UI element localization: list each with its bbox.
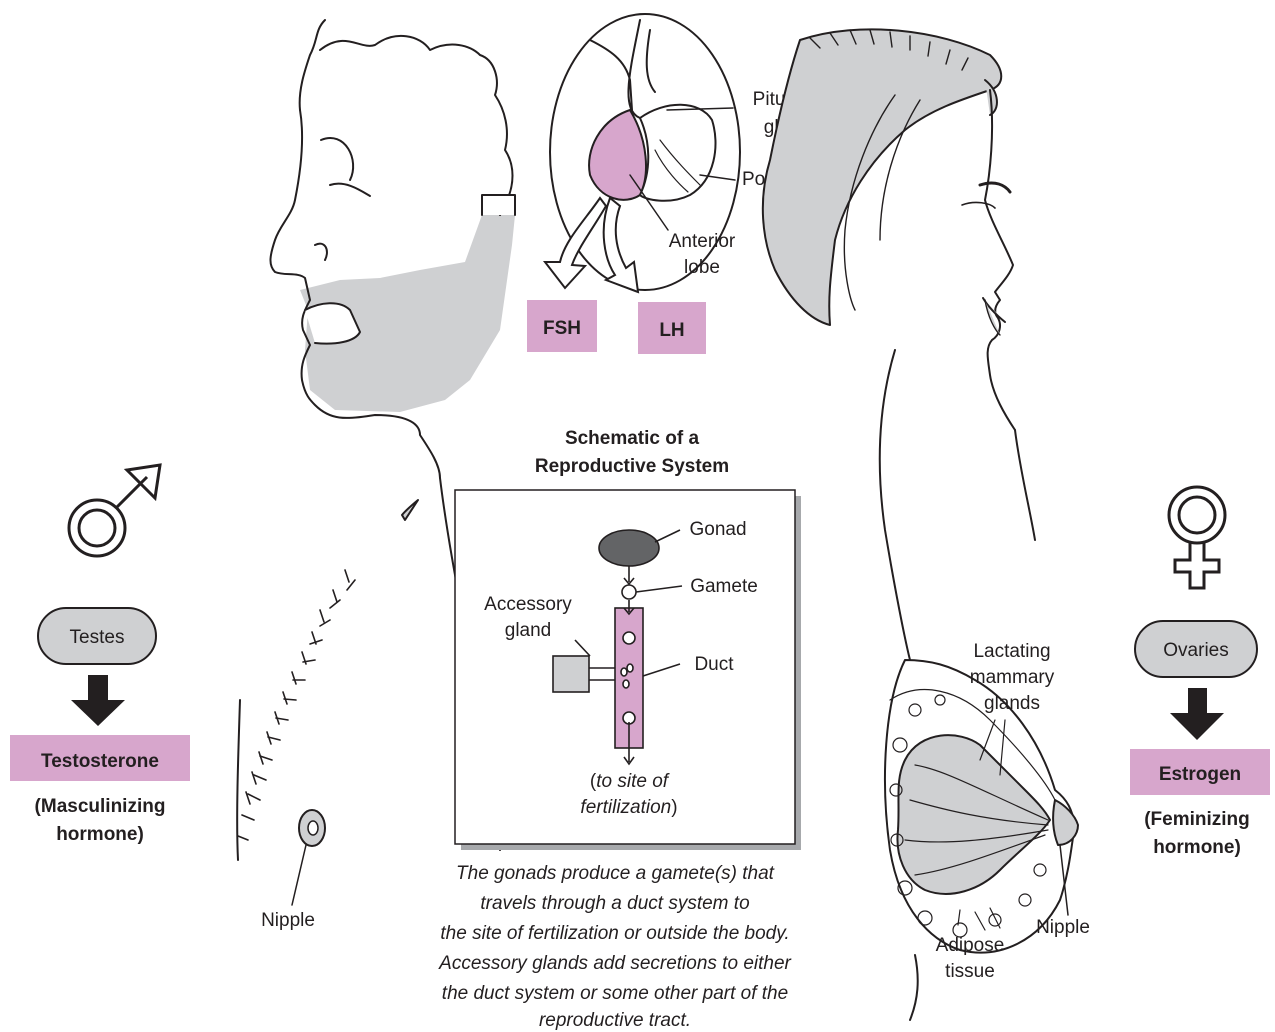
site-close-paren: ) xyxy=(671,797,677,818)
male-symbol-icon xyxy=(69,465,160,556)
caption: The gonads produce a gamete(s) that trav… xyxy=(438,863,791,1031)
caption-line-2: travels through a duct system to xyxy=(480,893,749,914)
male-chest-hair xyxy=(238,570,355,840)
caption-line-4: Accessory glands add secretions to eithe… xyxy=(438,953,791,974)
male-hormone-note-2: hormone) xyxy=(56,824,144,845)
female-nipple-label: Nipple xyxy=(1036,917,1090,938)
gonad-label: Gonad xyxy=(689,519,746,540)
female-symbol-icon xyxy=(1169,487,1225,588)
female-hair xyxy=(763,29,1001,325)
posterior-lobe xyxy=(640,105,716,201)
duct-label: Duct xyxy=(694,654,734,675)
female-profile xyxy=(985,90,1015,430)
accessory-label-1: Accessory xyxy=(484,594,572,615)
anterior-label-2: lobe xyxy=(684,257,720,278)
caption-line-6: reproductive tract. xyxy=(539,1010,691,1031)
ovaries-label: Ovaries xyxy=(1163,640,1228,661)
site-text-1: to site of xyxy=(596,771,670,792)
male-hair xyxy=(300,20,513,215)
mammary-label-2: mammary xyxy=(970,667,1055,688)
female-figure xyxy=(763,29,1078,1020)
accessory-label-2: gland xyxy=(505,620,552,641)
gonad-shape xyxy=(599,530,659,566)
testes-label: Testes xyxy=(70,627,125,648)
male-hormone-note-1: (Masculinizing xyxy=(35,796,166,817)
fsh-label: FSH xyxy=(543,318,581,339)
male-nipple-label: Nipple xyxy=(261,910,315,931)
site-text-2: fertilization xyxy=(580,797,671,818)
adipose-label-1: Adipose xyxy=(936,935,1005,956)
adipose-label-2: tissue xyxy=(945,961,995,982)
testes-arrow xyxy=(71,675,125,726)
estrogen-label: Estrogen xyxy=(1159,764,1241,785)
caption-line-3: the site of fertilization or outside the… xyxy=(440,923,789,944)
anterior-label-1: Anterior xyxy=(669,231,736,252)
caption-line-1: The gonads produce a gamete(s) that xyxy=(456,863,775,884)
caption-line-5: the duct system or some other part of th… xyxy=(442,983,788,1004)
site-label-2: fertilization) xyxy=(580,797,677,818)
testosterone-label: Testosterone xyxy=(41,751,159,772)
female-hormone-note-2: hormone) xyxy=(1153,837,1241,858)
ovaries-arrow xyxy=(1170,688,1224,740)
gamete-shape xyxy=(622,585,636,599)
mammary-label-3: glands xyxy=(984,693,1040,714)
accessory-gland-shape xyxy=(553,656,589,692)
site-label-1: (to site of xyxy=(590,771,670,792)
schematic-title-1: Schematic of a xyxy=(565,428,700,449)
mammary-label-1: Lactating xyxy=(973,641,1050,662)
female-hormone-note-1: (Feminizing xyxy=(1144,809,1250,830)
lh-label: LH xyxy=(659,320,684,341)
gamete-label: Gamete xyxy=(690,576,758,597)
schematic-title-2: Reproductive System xyxy=(535,456,729,477)
